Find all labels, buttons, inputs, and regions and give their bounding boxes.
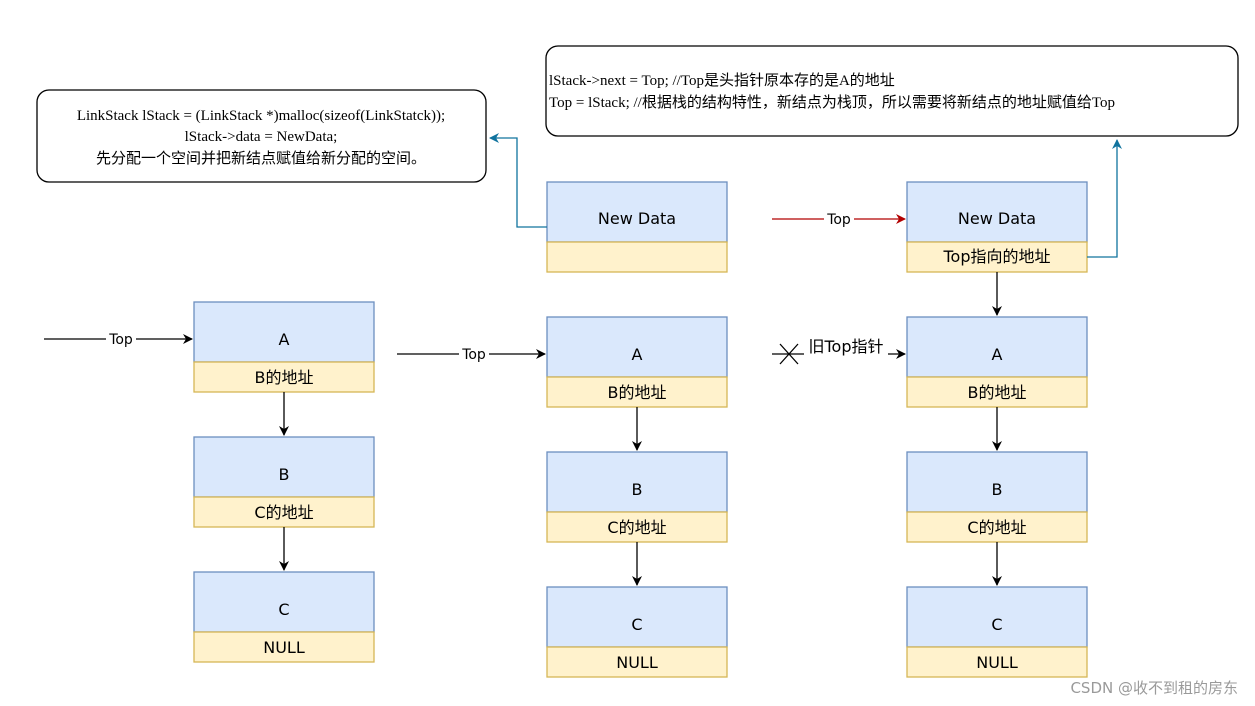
note-malloc: LinkStack lStack = (LinkStack *)malloc(s…	[36, 89, 487, 183]
node-next-label: Top指向的地址	[942, 247, 1050, 266]
node-a: A B的地址	[906, 316, 1088, 408]
node-next-label: C的地址	[254, 503, 313, 522]
node-c: C NULL	[193, 571, 375, 663]
watermark: CSDN @收不到租的房东	[1070, 679, 1238, 697]
node-data-label: New Data	[598, 209, 676, 228]
note-line: 先分配一个空间并把新结点赋值给新分配的空间。	[96, 149, 426, 167]
node-c: C NULL	[546, 586, 728, 678]
node-b: B C的地址	[193, 436, 375, 528]
node-data-label: A	[279, 330, 290, 349]
node-data-label: C	[278, 600, 289, 619]
note-line: LinkStack lStack = (LinkStack *)malloc(s…	[77, 108, 445, 124]
node-data-label: B	[279, 465, 290, 484]
node-next-label: B的地址	[255, 368, 314, 387]
node-data-label: New Data	[958, 209, 1036, 228]
note-line: Top = lStack; //根据栈的结构特性，新结点为栈顶，所以需要将新结点…	[549, 94, 1115, 111]
node-next-label: C的地址	[967, 518, 1026, 537]
top-pointer-arrow: Top	[44, 330, 193, 348]
node-b: B C的地址	[546, 451, 728, 543]
node-data-label: C	[631, 615, 642, 634]
node-a: A B的地址	[193, 301, 375, 393]
top-pointer-arrow-red: Top	[772, 210, 906, 228]
node-data-label: A	[992, 345, 1003, 364]
node-next-label: NULL	[263, 638, 305, 657]
old-top-pointer-arrow: 旧Top指针	[772, 336, 906, 365]
top-label: Top	[826, 212, 851, 228]
node-c: C NULL	[906, 586, 1088, 678]
top-pointer-arrow: Top	[397, 345, 546, 363]
node-next-label: B的地址	[608, 383, 667, 402]
node-a: A B的地址	[546, 316, 728, 408]
node-data-label: A	[632, 345, 643, 364]
callout-arrow	[1087, 139, 1122, 258]
new-node: New Data	[546, 181, 728, 273]
new-node: New Data Top指向的地址	[906, 181, 1088, 273]
note-link: lStack->next = Top; //Top是头指针原本存的是A的地址 T…	[545, 45, 1239, 137]
note-line: lStack->next = Top; //Top是头指针原本存的是A的地址	[549, 72, 895, 89]
callout-arrow	[489, 133, 547, 228]
node-data-label: B	[632, 480, 643, 499]
note-line: lStack->data = NewData;	[185, 129, 338, 145]
top-label: Top	[461, 347, 486, 363]
node-data-label: B	[992, 480, 1003, 499]
node-next-label: NULL	[976, 653, 1018, 672]
node-data-label: C	[991, 615, 1002, 634]
node-next-label: B的地址	[968, 383, 1027, 402]
stack-3: Top New Data Top指向的地址 旧Top指针 A B的地址	[772, 139, 1122, 678]
node-b: B C的地址	[906, 451, 1088, 543]
top-label: Top	[108, 332, 133, 348]
stack-1: Top A B的地址 B C的地址 C NULL	[44, 301, 375, 663]
stack-2: New Data Top A B的地址 B C的地址 C NULL	[397, 133, 728, 678]
old-top-label: 旧Top指针	[808, 337, 883, 356]
node-next-label: NULL	[616, 653, 658, 672]
node-next-label: C的地址	[607, 518, 666, 537]
